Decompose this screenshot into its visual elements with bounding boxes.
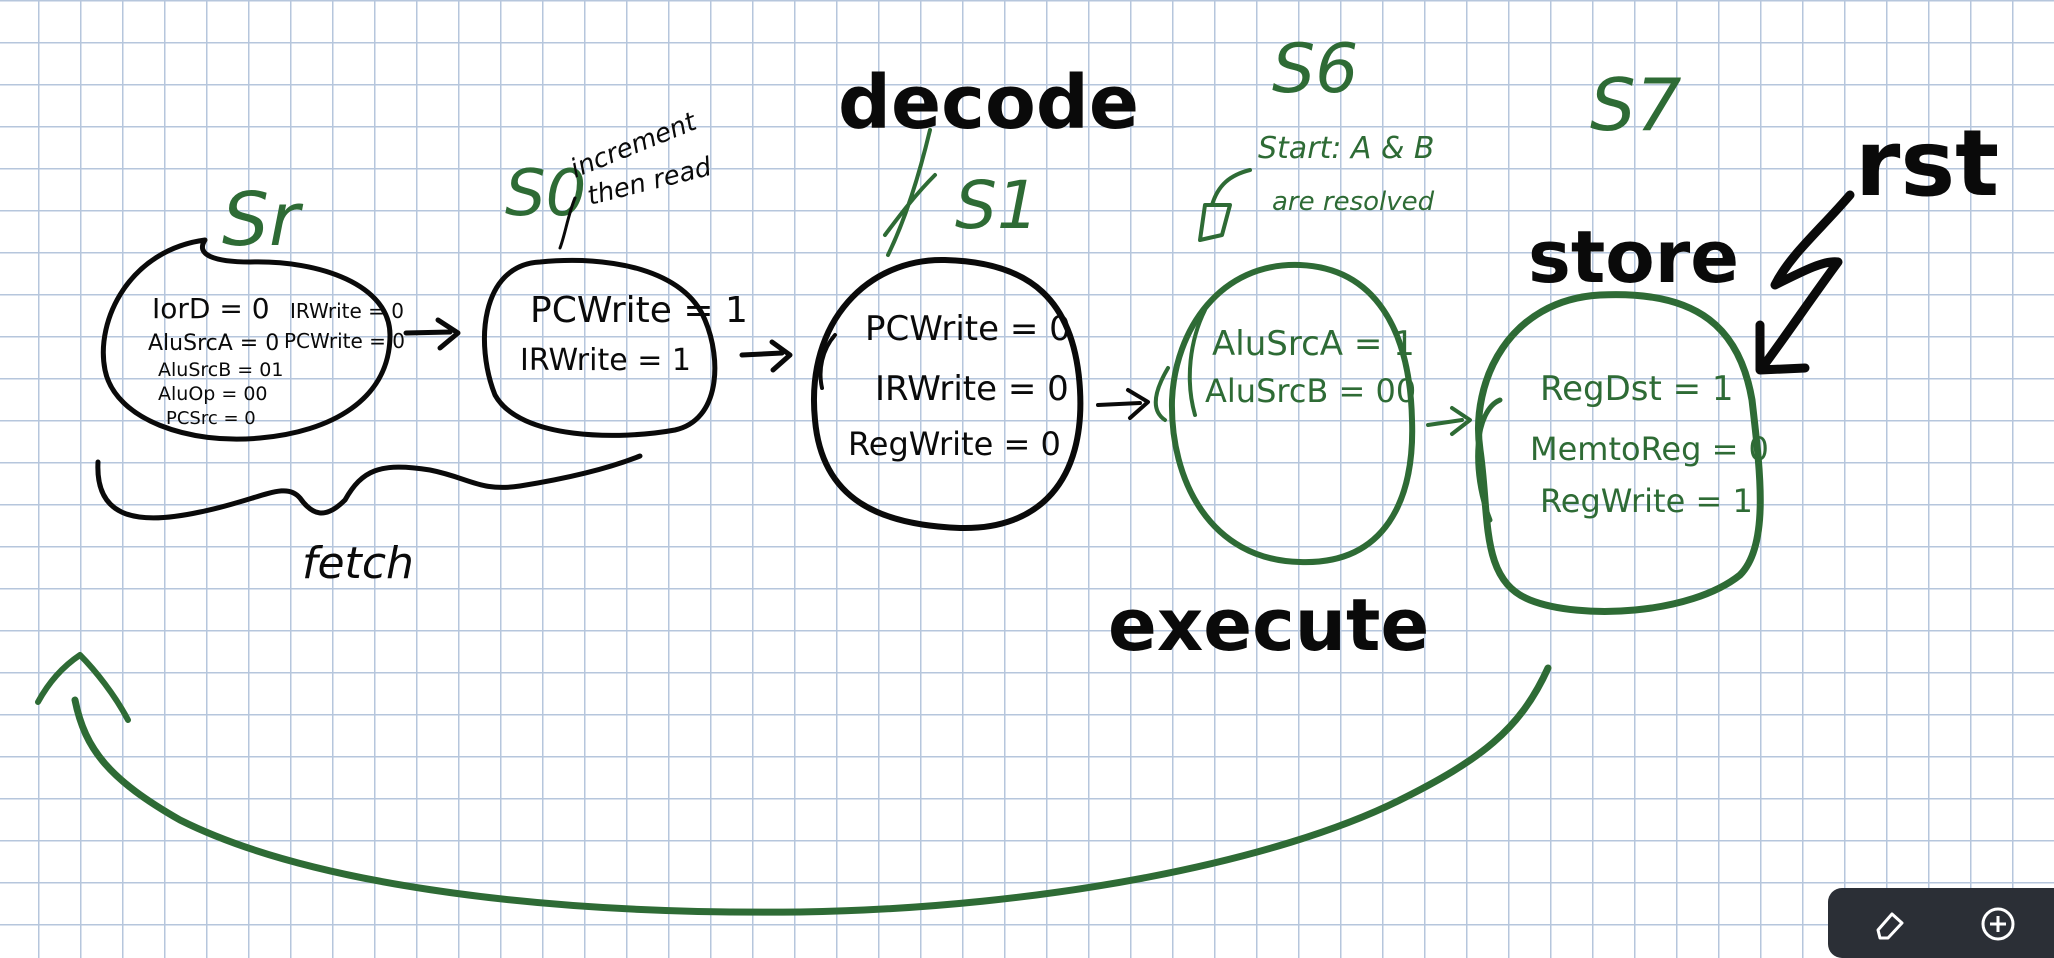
state-s6-line: AluSrcA = 1 (1212, 324, 1415, 364)
state-s1-label: S1 (955, 167, 1039, 244)
state-s0-ellipse (482, 257, 718, 438)
rst-reset-arrow (1755, 190, 1855, 375)
eraser-button[interactable] (1868, 902, 1912, 946)
transition-arrow-sr-s0 (403, 317, 461, 351)
add-button[interactable] (1976, 902, 2020, 946)
store-title: store (1528, 215, 1739, 299)
state-s7-line: RegDst = 1 (1540, 369, 1734, 409)
state-s1-ellipse (811, 256, 1084, 532)
state-s1-line: RegWrite = 0 (848, 425, 1061, 463)
state-sr-line: AluSrcA = 0 (148, 331, 279, 356)
state-s1-line: PCWrite = 0 (865, 309, 1071, 349)
state-s0-line: IRWrite = 1 (520, 343, 691, 378)
state-sr-label: Sr (222, 177, 304, 263)
state-sr-ellipse (100, 237, 393, 442)
drawing-toolbar (1828, 888, 2054, 958)
return-arc-arrowhead (35, 652, 131, 723)
state-s7-line: RegWrite = 1 (1540, 482, 1753, 520)
state-sr-line: AluSrcB = 01 (158, 359, 283, 381)
state-sr-side-line: PCWrite = 0 (284, 329, 405, 353)
decode-title: decode (838, 60, 1139, 146)
transition-arrow-s1-s6 (1096, 388, 1150, 420)
state-sr-line: PCSrc = 0 (166, 408, 256, 429)
state-s1-entry-tick (818, 333, 837, 390)
fetch-brace (95, 453, 643, 521)
state-s1-line: IRWrite = 0 (875, 369, 1069, 409)
state-sr-line: AluOp = 00 (158, 383, 268, 405)
state-s7-entry-brace (1475, 397, 1503, 523)
state-s6-line: AluSrcB = 00 (1205, 372, 1416, 410)
state-s6-note-pointer (1198, 168, 1252, 242)
add-icon (1981, 907, 2015, 941)
state-s0-label: S0 (505, 157, 586, 231)
rst-label: rst (1855, 110, 1999, 217)
state-s6-ellipse (1168, 261, 1416, 566)
state-s7-label: S7 (1590, 63, 1682, 147)
state-s6-label: S6 (1272, 30, 1358, 109)
eraser-icon (1876, 912, 1904, 940)
return-transition-arc (71, 664, 1552, 916)
transition-arrow-s0-s1 (739, 339, 793, 373)
state-s7-line: MemtoReg = 0 (1530, 430, 1769, 468)
state-s6-note: are resolved (1272, 187, 1435, 217)
transition-arrow-s6-s7 (1426, 406, 1472, 436)
state-sr-line: IorD = 0 (152, 292, 270, 325)
execute-title: execute (1108, 583, 1429, 667)
state-s6-note: Start: A & B (1258, 131, 1435, 166)
state-s7-ellipse (1475, 291, 1764, 615)
state-s1-strikeout-label (883, 128, 937, 257)
fetch-label: fetch (302, 538, 414, 589)
state-s6-entry-brace (1153, 308, 1207, 422)
note-pointer (558, 196, 577, 250)
state-sr-side-line: IRWrite = 0 (290, 299, 404, 323)
state-s0-line: PCWrite = 1 (530, 290, 748, 331)
